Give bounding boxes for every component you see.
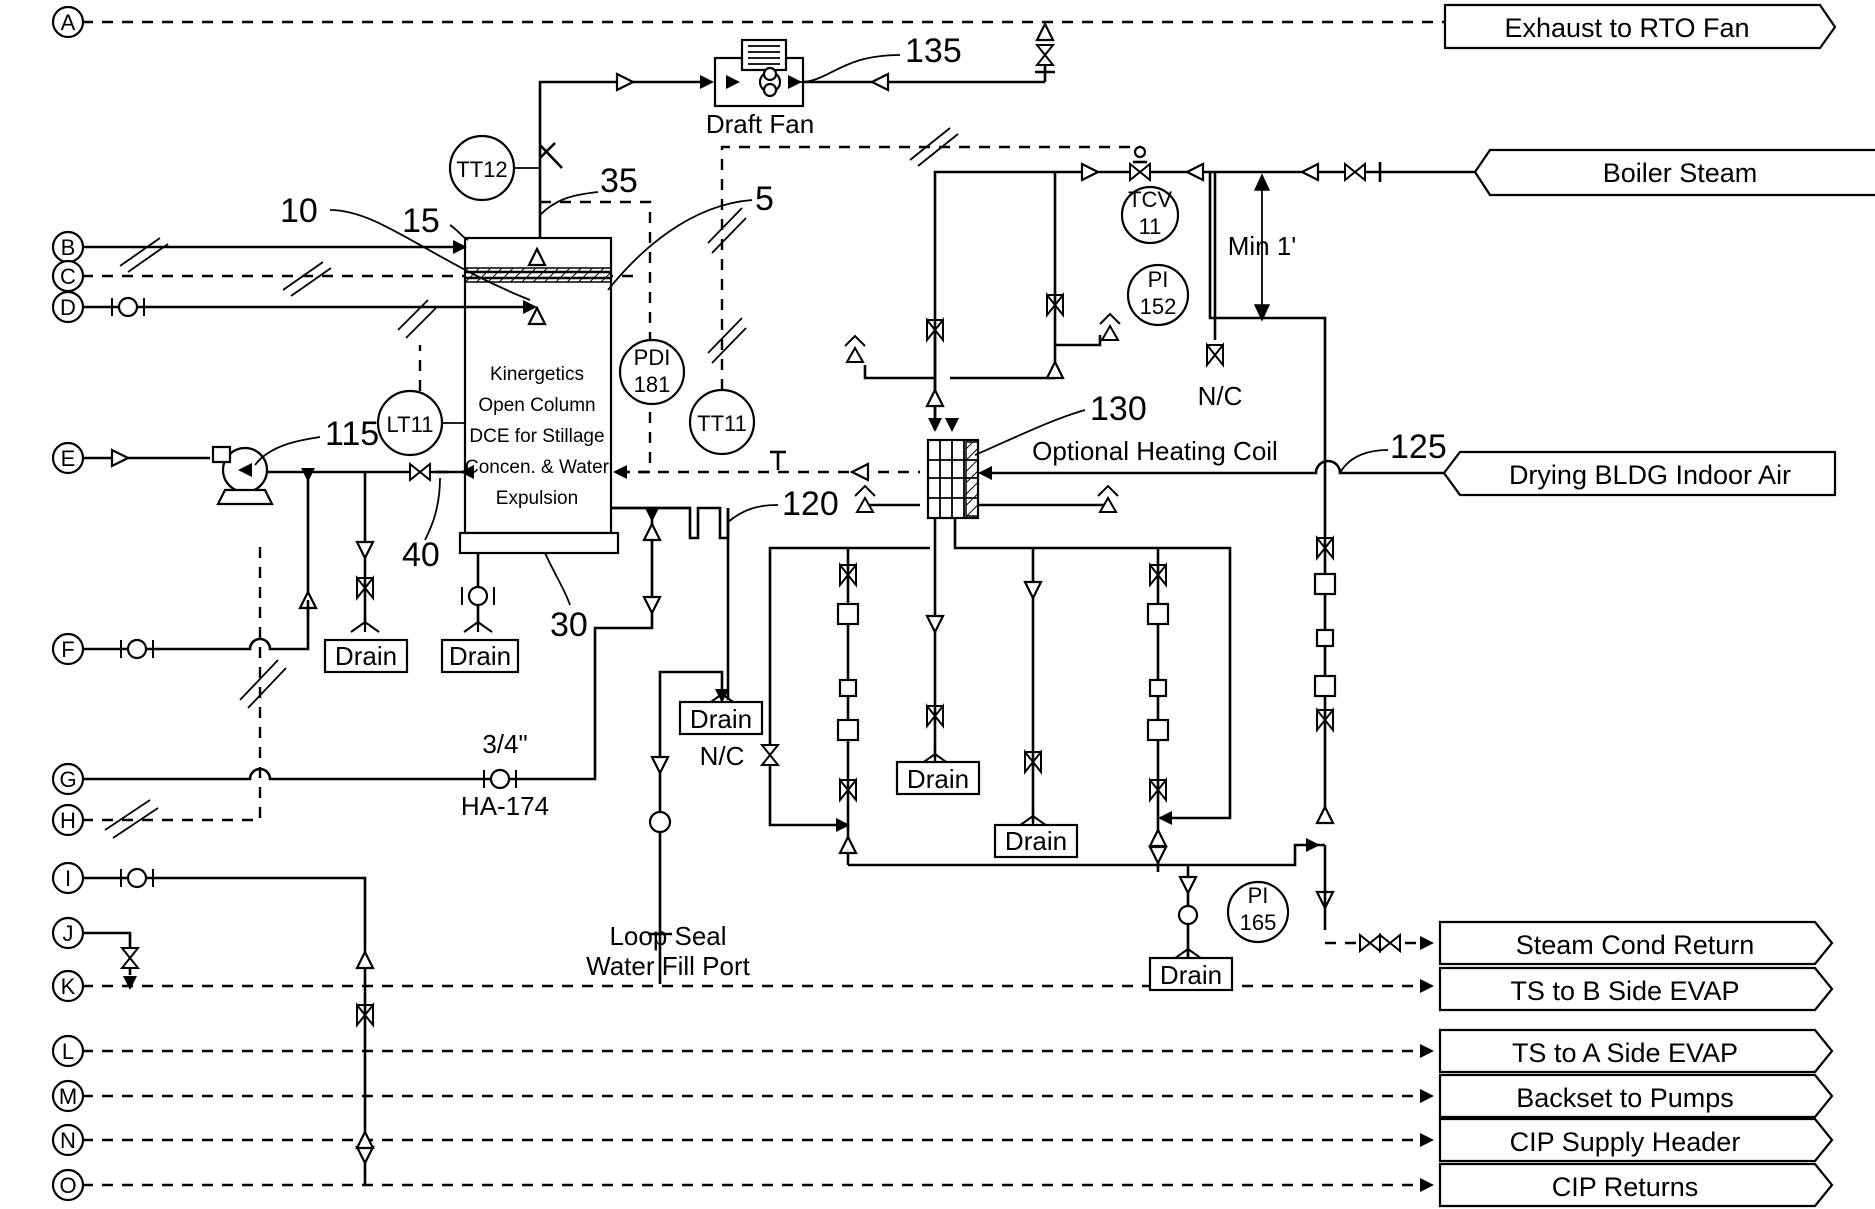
instrument-pi152-num: 152 <box>1140 294 1177 319</box>
line-letter-m: M <box>59 1084 77 1109</box>
loop-seal-label: Loop Seal <box>609 921 726 951</box>
line-letter-n: N <box>60 1128 76 1153</box>
line-letter-h: H <box>60 808 76 833</box>
heating-coil <box>928 440 978 518</box>
column-text-2: Open Column <box>478 395 595 416</box>
line-letter-a: A <box>61 10 76 35</box>
ref-30: 30 <box>550 606 588 644</box>
column-text-1: Kinergetics <box>490 364 584 385</box>
reference-numbers: 135 35 10 15 5 115 40 30 120 130 125 <box>255 32 1447 644</box>
line-letter-j: J <box>63 921 74 946</box>
ref-135: 135 <box>905 32 962 70</box>
min-dimension: Min 1' <box>1228 231 1297 261</box>
pipe-size: 3/4" <box>482 729 527 759</box>
dest-steam-cond: Steam Cond Return <box>1516 930 1755 960</box>
drain-label-4: Drain <box>907 764 969 794</box>
ref-10: 10 <box>280 192 318 230</box>
column-text-3: DCE for Stillage <box>469 426 604 447</box>
ref-115: 115 <box>325 415 379 453</box>
line-letter-b: B <box>61 235 76 260</box>
heating-coil-label: Optional Heating Coil <box>1032 436 1278 466</box>
instrument-lt11: LT11 <box>387 412 434 437</box>
dest-cip-supply: CIP Supply Header <box>1510 1127 1741 1157</box>
line-letter-l: L <box>62 1039 74 1064</box>
ref-5: 5 <box>755 180 774 218</box>
dest-backset: Backset to Pumps <box>1516 1083 1734 1113</box>
drain-label-3: Drain <box>690 704 752 734</box>
ref-120: 120 <box>782 485 839 523</box>
line-letter-e: E <box>61 446 76 471</box>
ref-40: 40 <box>402 536 440 574</box>
ref-35: 35 <box>600 162 638 200</box>
fill-port-label: Water Fill Port <box>586 951 750 981</box>
column-text-4: Concen. & Water <box>465 457 610 478</box>
ref-130: 130 <box>1090 390 1147 428</box>
ref-125: 125 <box>1390 428 1447 466</box>
line-letter-d: D <box>60 295 76 320</box>
instrument-tcv-num: 11 <box>1139 214 1162 239</box>
instrument-pdi-tag: PDI <box>634 345 671 370</box>
line-letter-c: C <box>60 264 76 289</box>
nc-label-2: N/C <box>1198 381 1243 411</box>
column-text-5: Expulsion <box>496 488 578 509</box>
dest-ts-b: TS to B Side EVAP <box>1510 976 1739 1006</box>
nc-label-1: N/C <box>700 741 745 771</box>
ha-tag: HA-174 <box>461 791 549 821</box>
line-letter-k: K <box>61 974 76 999</box>
line-letter-i: I <box>65 866 71 891</box>
line-letter-o: O <box>59 1173 76 1198</box>
draft-fan-label: Draft Fan <box>706 109 814 139</box>
drain-label-5: Drain <box>1005 826 1067 856</box>
line-letter-f: F <box>61 637 74 662</box>
instrument-tt12: TT12 <box>456 157 507 182</box>
instrument-pi165-tag: PI <box>1248 883 1269 908</box>
dest-exhaust: Exhaust to RTO Fan <box>1504 13 1749 43</box>
dest-drying-air: Drying BLDG Indoor Air <box>1509 460 1791 490</box>
drain-label-1: Drain <box>335 641 397 671</box>
drain-label-6: Drain <box>1160 960 1222 990</box>
dest-cip-returns: CIP Returns <box>1552 1172 1699 1202</box>
drain-label-2: Drain <box>449 641 511 671</box>
dest-ts-a: TS to A Side EVAP <box>1512 1038 1738 1068</box>
instrument-pi165-num: 165 <box>1240 910 1277 935</box>
instrument-pi152-tag: PI <box>1148 267 1169 292</box>
draft-fan <box>715 40 803 106</box>
instrument-tcv-tag: TCV <box>1128 187 1172 212</box>
column-vessel: Kinergetics Open Column DCE for Stillage… <box>460 238 618 553</box>
ref-15: 15 <box>402 202 440 240</box>
destination-tags: Exhaust to RTO Fan Boiler Steam Drying B… <box>1440 5 1875 1206</box>
line-letter-g: G <box>59 767 76 792</box>
instrument-tt11: TT11 <box>697 411 747 436</box>
instrument-pdi-num: 181 <box>634 372 671 397</box>
line-terminals: A BCD E F GH I J K LMNO <box>53 7 83 1200</box>
dest-boiler-steam: Boiler Steam <box>1603 158 1758 188</box>
